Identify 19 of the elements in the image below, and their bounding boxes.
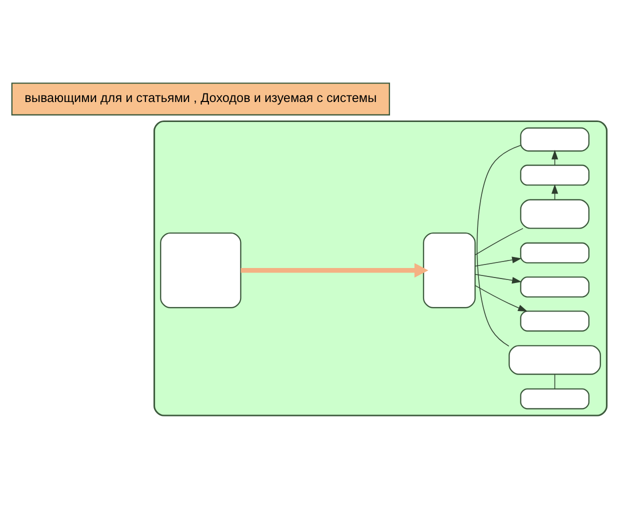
arrow: [240, 263, 428, 278]
node-box: [520, 310, 590, 332]
node-box: [422, 232, 476, 308]
node-box: [520, 388, 590, 410]
node-box: [520, 127, 590, 152]
node-box: [160, 232, 242, 308]
node-box: вывающими для и статьями , Доходов и изуемая с системы: [11, 82, 390, 116]
node-box: [520, 199, 590, 229]
node-box: [520, 164, 590, 186]
arrow: [474, 285, 528, 312]
connector: [554, 374, 556, 390]
arrow: [474, 274, 522, 284]
node-box: [520, 276, 590, 298]
cluster: [153, 120, 608, 416]
node-box: [508, 345, 601, 375]
node-box: [520, 242, 590, 264]
connector: [476, 144, 521, 347]
arrow: [474, 256, 522, 267]
connector: [474, 228, 524, 256]
